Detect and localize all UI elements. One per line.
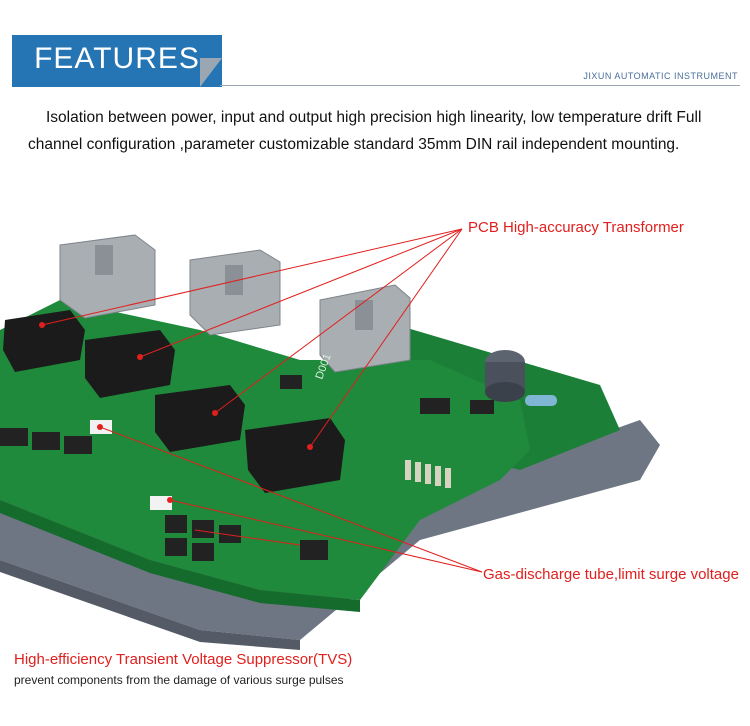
smd-chips	[0, 375, 494, 561]
banner-fold	[200, 58, 222, 87]
callout-tvs-subtitle: prevent components from the damage of va…	[14, 673, 344, 687]
callout-tvs: High-efficiency Transient Voltage Suppre…	[14, 651, 353, 668]
brand-name: JIXUN AUTOMATIC INSTRUMENT	[583, 71, 738, 81]
transformers	[3, 310, 345, 493]
pcb-board-image: D001	[0, 228, 660, 650]
gold-contacts	[405, 460, 451, 488]
callout-transformer: PCB High-accuracy Transformer	[468, 219, 684, 236]
features-banner	[12, 35, 222, 87]
callout-lines	[41, 228, 483, 573]
banner-title: FEATURES	[34, 42, 200, 75]
intro-paragraph: Isolation between power, input and outpu…	[28, 109, 702, 153]
header-divider	[220, 85, 740, 86]
callout-gas-tube: Gas-discharge tube,limit surge voltage	[483, 566, 739, 583]
resistor	[525, 395, 557, 406]
